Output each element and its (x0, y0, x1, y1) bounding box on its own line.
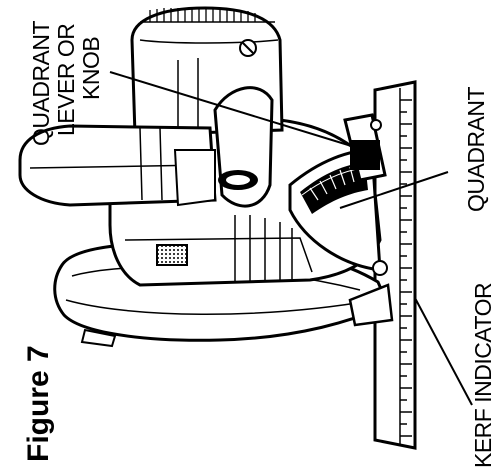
lever-label-line-1: QUADRANT (28, 20, 54, 146)
leader-lines (109, 71, 473, 406)
figure-title: Figure 7 (22, 345, 55, 462)
lever-leader-line (109, 71, 359, 149)
quadrant-lever-knob (343, 113, 387, 182)
quadrant-label: QUADRANT (463, 86, 489, 212)
quadrant-plate (288, 148, 388, 276)
kerf-indicator (348, 283, 394, 327)
front-knob-handle (213, 86, 274, 208)
kerf-leader-line (414, 297, 473, 406)
lever-label-line-3: KNOB (78, 36, 104, 100)
quadrant-leader-line (339, 171, 449, 209)
lever-label-line-2: LEVER OR (53, 23, 79, 136)
rear-handle (18, 124, 217, 207)
shoe-scale-ticks (400, 99, 412, 437)
kerf-indicator-label: KERF INDICATOR (470, 282, 496, 468)
